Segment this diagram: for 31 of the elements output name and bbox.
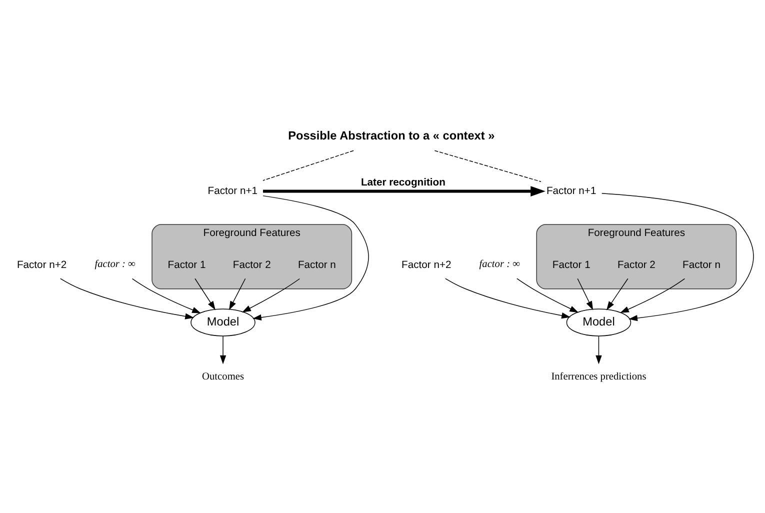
edge-label: Later recognition [360, 176, 446, 188]
connector [262, 150, 354, 180]
arrow [445, 278, 571, 318]
arrow [242, 278, 300, 312]
node-text: Factor n+1 [208, 186, 258, 196]
node-text: Factor n [298, 259, 336, 270]
arrow [516, 278, 579, 312]
arrow [220, 335, 226, 364]
arrow [596, 335, 602, 364]
node-text: Factor n+2 [16, 259, 67, 270]
arrow [620, 278, 686, 312]
arrow [60, 278, 194, 319]
node-text: Outcomes [202, 370, 244, 382]
node-text: Inferrences predictions [551, 370, 646, 382]
node-text: Possible Abstraction to a « context » [288, 128, 495, 142]
arrow [263, 186, 546, 196]
node-text: Factor 2 [617, 259, 656, 270]
node-text: Factor 1 [168, 259, 206, 270]
node-text: Factor 1 [552, 259, 590, 270]
node-text: Factor n+1 [546, 186, 596, 196]
node-text: Factor n+2 [402, 259, 452, 270]
node-text: Factor 2 [232, 259, 271, 270]
node-ellipse: Model [566, 308, 632, 336]
arrow [132, 278, 201, 313]
arrow [602, 192, 754, 321]
node-text: factor : ∞ [94, 258, 136, 270]
node-text: Factor n [682, 259, 721, 270]
arrow [252, 194, 369, 320]
node-text: factor : ∞ [479, 258, 520, 270]
connector [434, 150, 542, 182]
node-ellipse: Model [190, 308, 256, 336]
